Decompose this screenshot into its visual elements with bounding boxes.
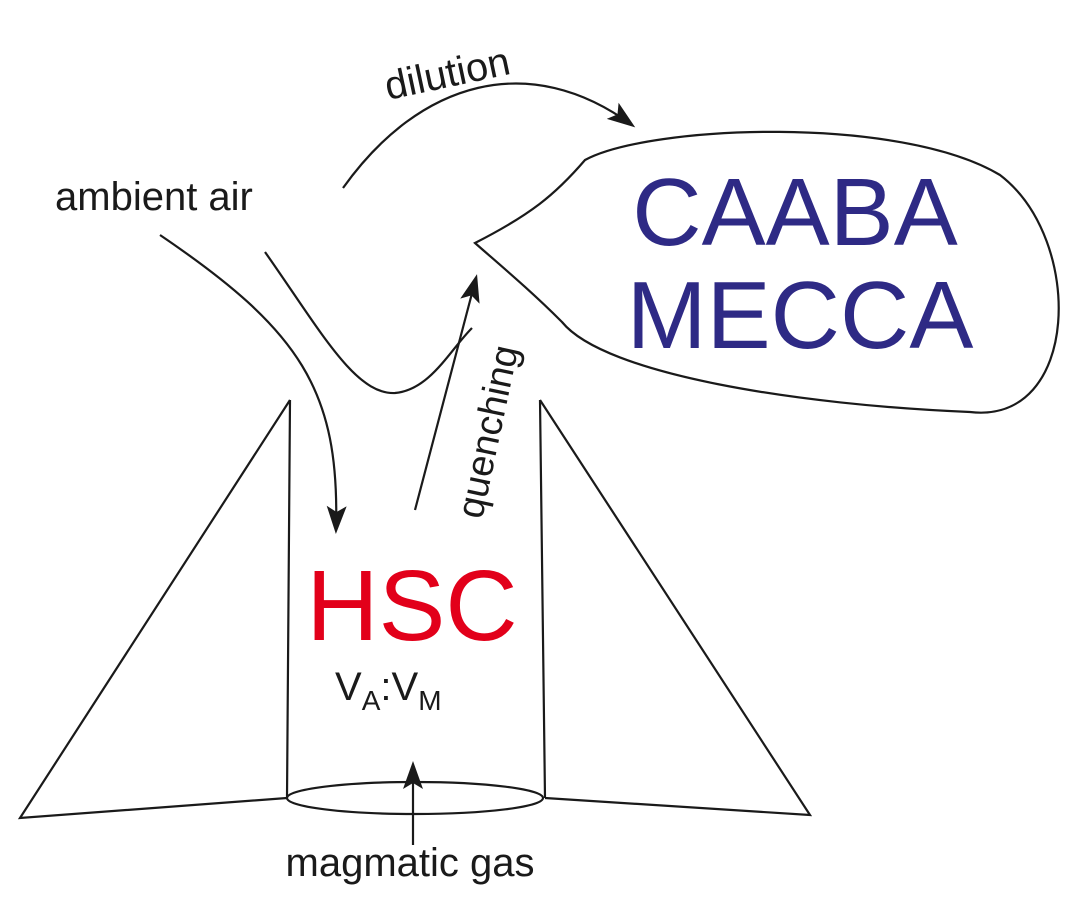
quenching-arrow — [413, 274, 480, 511]
volcano-left-flank — [17, 399, 292, 820]
ambient-to-hsc-arrow — [159, 234, 347, 534]
dilution-arrow — [342, 82, 636, 189]
caaba-label: CAABA — [632, 159, 957, 266]
vent-ellipse — [285, 780, 545, 816]
mixing-curve — [264, 251, 473, 395]
magmatic-gas-label: magmatic gas — [286, 841, 535, 885]
volcano-right-flank — [538, 399, 813, 817]
caaba-mecca-bubble — [473, 130, 1060, 414]
quenching-label: quenching — [450, 342, 528, 522]
hsc-label: HSC — [306, 550, 517, 662]
va-vm-ratio: VA:VM — [335, 665, 442, 716]
ambient-air-label: ambient air — [55, 175, 253, 219]
mecca-label: MECCA — [627, 262, 974, 369]
